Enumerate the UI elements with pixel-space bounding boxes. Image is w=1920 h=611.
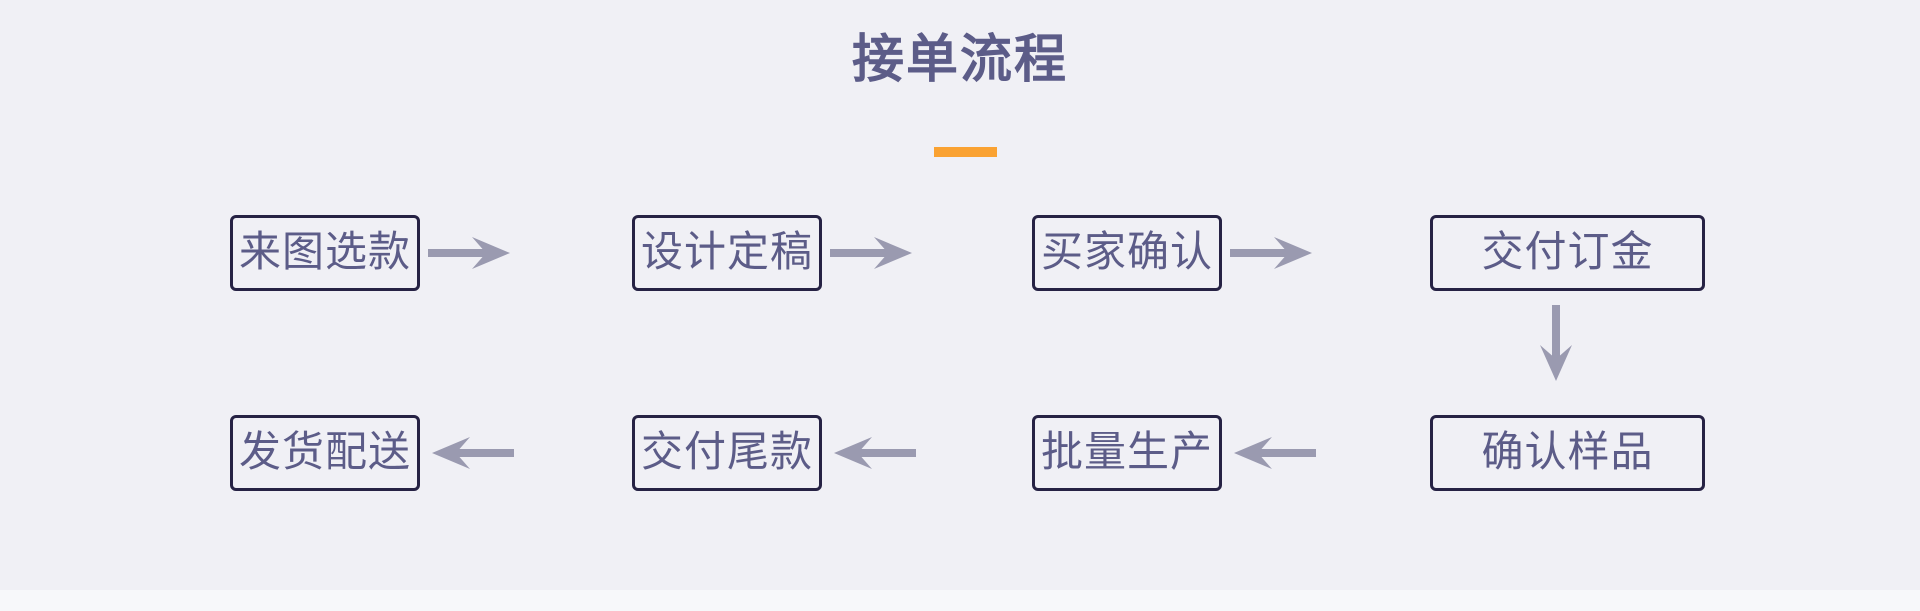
flow-step-box-8[interactable]: 发货配送 — [230, 415, 420, 491]
flow-step-box-5[interactable]: 确认样品 — [1430, 415, 1705, 491]
flow-step-label-7: 交付尾款 — [640, 430, 813, 476]
arrow-down-icon-1 — [1534, 305, 1578, 383]
arrow-left-icon-3 — [1230, 431, 1316, 475]
flow-step-box-7[interactable]: 交付尾款 — [632, 415, 822, 491]
flow-step-label-3: 买家确认 — [1040, 230, 1213, 276]
flow-step-label-8: 发货配送 — [238, 430, 411, 476]
flow-step-label-2: 设计定稿 — [640, 230, 813, 276]
flow-step-box-3[interactable]: 买家确认 — [1032, 215, 1222, 291]
arrow-right-icon-1 — [428, 231, 514, 275]
slide-background — [0, 0, 1920, 590]
flow-step-box-6[interactable]: 批量生产 — [1032, 415, 1222, 491]
arrow-right-icon-3 — [1230, 231, 1316, 275]
arrow-left-icon-2 — [830, 431, 916, 475]
arrow-right-icon-2 — [830, 231, 916, 275]
flow-step-box-2[interactable]: 设计定稿 — [632, 215, 822, 291]
flow-step-label-4: 交付订金 — [1481, 230, 1654, 276]
page-title: 接单流程 — [851, 32, 1068, 89]
arrow-left-icon-1 — [428, 431, 514, 475]
title-accent-underline — [934, 147, 997, 157]
flow-step-label-1: 来图选款 — [238, 230, 411, 276]
flow-step-box-4[interactable]: 交付订金 — [1430, 215, 1705, 291]
title-block: 接单流程 — [0, 32, 1920, 89]
flow-step-label-5: 确认样品 — [1481, 430, 1654, 476]
flow-step-label-6: 批量生产 — [1040, 430, 1213, 476]
flow-step-box-1[interactable]: 来图选款 — [230, 215, 420, 291]
